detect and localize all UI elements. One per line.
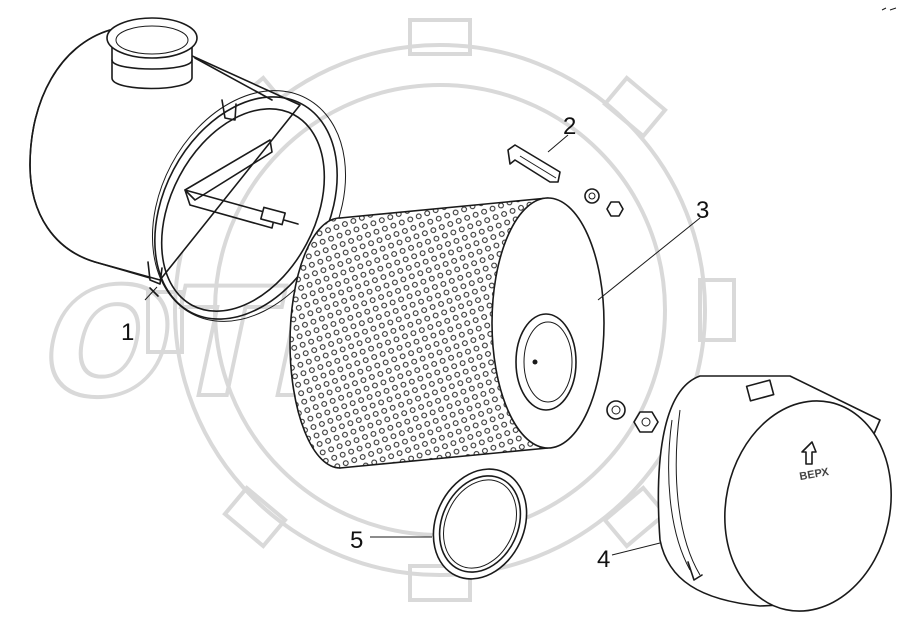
callout-5: 5	[350, 527, 363, 554]
filter-element-part-3	[289, 197, 605, 469]
nut-and-washer	[606, 400, 659, 433]
callout-2: 2	[563, 113, 576, 140]
seal-ring-part-5	[432, 468, 528, 580]
cover-part-4: ВЕРХ	[657, 375, 892, 612]
callout-4: 4	[597, 546, 610, 573]
callout-3: 3	[696, 197, 709, 224]
cover-marking: ВЕРХ	[799, 466, 831, 483]
leader-lines	[144, 134, 701, 556]
callout-1: 1	[121, 319, 134, 346]
latch-part-2	[507, 144, 624, 217]
housing-part-1	[29, 17, 347, 322]
callouts: 1 2 3 4 5	[121, 113, 709, 573]
corner-marks	[881, 7, 897, 11]
